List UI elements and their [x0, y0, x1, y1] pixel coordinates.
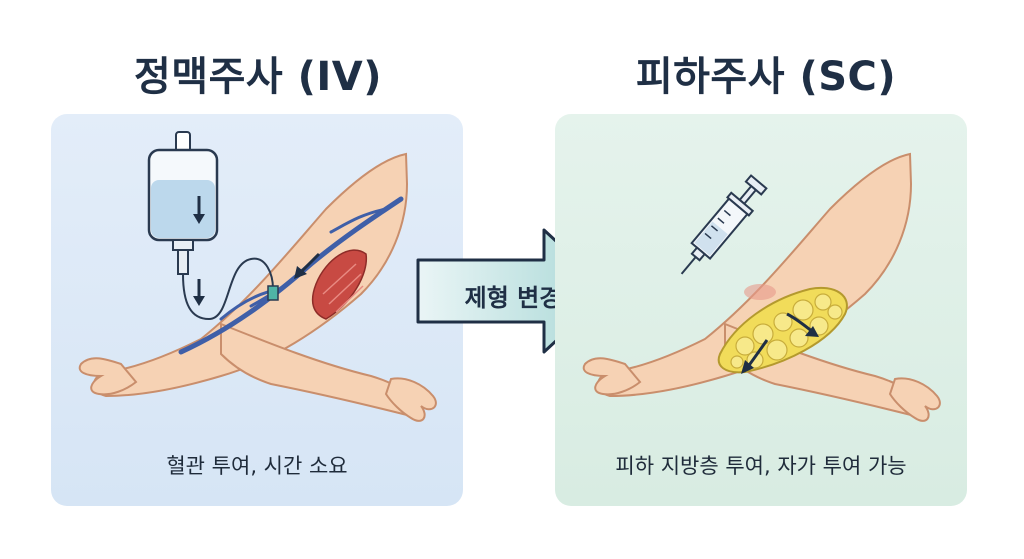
iv-hand-right: [384, 377, 437, 422]
caption-iv: 혈관 투여, 시간 소요: [166, 454, 348, 478]
title-iv: 정맥주사 (IV): [133, 54, 383, 100]
flow-arrow-icon: [294, 252, 321, 279]
title-sc: 피하주사 (SC): [635, 54, 897, 100]
iv-crossed-forearm: [220, 322, 419, 417]
iv-panel: 혈관 투여, 시간 소요: [51, 114, 463, 506]
iv-hand-left: [78, 357, 138, 396]
sc-hand-left: [582, 357, 642, 396]
caption-sc: 피하 지방층 투여, 자가 투여 가능: [615, 454, 907, 478]
injection-site: [744, 284, 776, 300]
iv-catheter: [267, 285, 279, 301]
sc-illustration: [582, 152, 941, 422]
transition-label: 제형 변경: [464, 284, 562, 312]
syringe-icon: [680, 174, 768, 275]
sc-panel: 피하 지방층 투여, 자가 투여 가능: [555, 114, 967, 506]
sc-hand-right: [888, 377, 941, 422]
iv-illustration: [78, 131, 437, 422]
iv-bag-icon: [147, 131, 219, 275]
dispersion-arrowhead: [805, 326, 819, 337]
muscle-fibers: [322, 263, 364, 313]
iv-tube: [182, 257, 274, 321]
drip-arrow-icon: [193, 279, 205, 306]
dispersion-arrowhead: [741, 360, 754, 374]
